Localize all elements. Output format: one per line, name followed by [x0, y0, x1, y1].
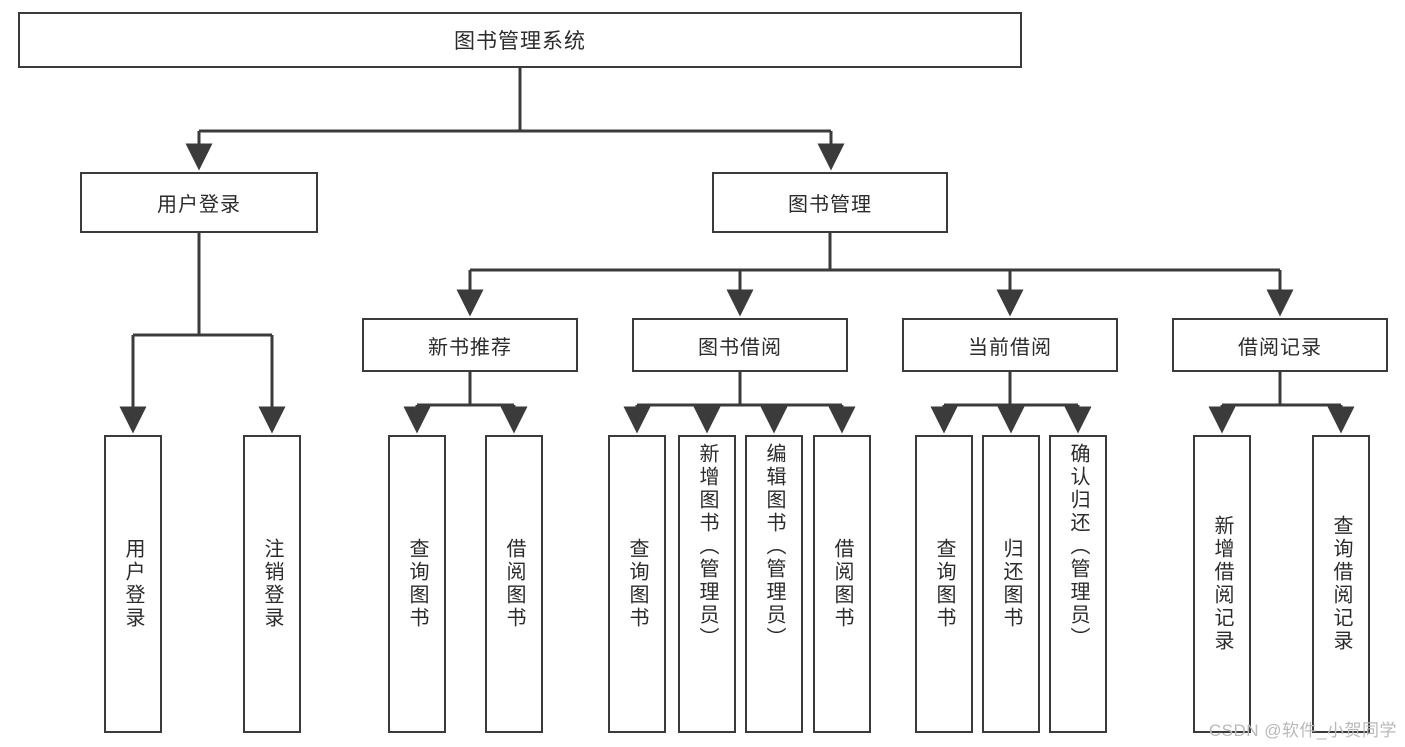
node-book-borrow[interactable]: 图书借阅	[632, 318, 848, 372]
node-leaf-query-book-2-label: 查询图书	[626, 538, 648, 630]
node-user-login-label: 用户登录	[157, 194, 241, 216]
node-book-manage-label: 图书管理	[788, 194, 872, 216]
node-leaf-query-book-3[interactable]: 查询图书	[915, 435, 973, 733]
node-leaf-borrow-book-1[interactable]: 借阅图书	[485, 435, 543, 733]
node-leaf-borrow-book-2-label: 借阅图书	[831, 538, 853, 630]
node-leaf-edit-book-label: 编辑图书（管理员）	[763, 443, 785, 650]
node-leaf-add-loan-record[interactable]: 新增借阅记录	[1193, 435, 1251, 733]
node-leaf-user-login-label: 用户登录	[122, 538, 144, 630]
node-loan-record-label: 借阅记录	[1238, 336, 1322, 359]
node-book-manage[interactable]: 图书管理	[712, 172, 948, 233]
node-new-book-rec[interactable]: 新书推荐	[362, 318, 578, 372]
node-leaf-add-loan-record-label: 新增借阅记录	[1211, 515, 1233, 653]
node-leaf-query-book-3-label: 查询图书	[933, 538, 955, 630]
node-leaf-borrow-book-1-label: 借阅图书	[503, 538, 525, 630]
node-leaf-user-login[interactable]: 用户登录	[104, 435, 162, 733]
node-leaf-return-book[interactable]: 归还图书	[982, 435, 1040, 733]
node-root[interactable]: 图书管理系统	[18, 12, 1022, 68]
node-current-loan[interactable]: 当前借阅	[902, 318, 1118, 372]
node-leaf-add-book-label: 新增图书（管理员）	[696, 443, 718, 650]
node-leaf-confirm-return-label: 确认归还（管理员）	[1067, 443, 1089, 650]
node-leaf-logout[interactable]: 注销登录	[243, 435, 301, 733]
node-loan-record[interactable]: 借阅记录	[1172, 318, 1388, 372]
node-new-book-rec-label: 新书推荐	[428, 336, 512, 359]
node-leaf-add-book[interactable]: 新增图书（管理员）	[678, 435, 736, 733]
node-leaf-confirm-return[interactable]: 确认归还（管理员）	[1049, 435, 1107, 733]
node-current-loan-label: 当前借阅	[968, 336, 1052, 359]
node-leaf-borrow-book-2[interactable]: 借阅图书	[813, 435, 871, 733]
node-leaf-query-loan-record[interactable]: 查询借阅记录	[1312, 435, 1370, 733]
node-leaf-query-book-1-label: 查询图书	[406, 538, 428, 630]
node-leaf-edit-book[interactable]: 编辑图书（管理员）	[745, 435, 803, 733]
node-leaf-query-book-2[interactable]: 查询图书	[608, 435, 666, 733]
watermark-text: CSDN @软件_小贺同学	[1208, 721, 1397, 740]
node-user-login[interactable]: 用户登录	[80, 172, 318, 233]
node-leaf-query-loan-record-label: 查询借阅记录	[1330, 515, 1352, 653]
node-book-borrow-label: 图书借阅	[698, 336, 782, 359]
node-leaf-query-book-1[interactable]: 查询图书	[388, 435, 446, 733]
node-leaf-logout-label: 注销登录	[261, 538, 283, 630]
node-root-label: 图书管理系统	[454, 30, 586, 53]
node-leaf-return-book-label: 归还图书	[1000, 538, 1022, 630]
